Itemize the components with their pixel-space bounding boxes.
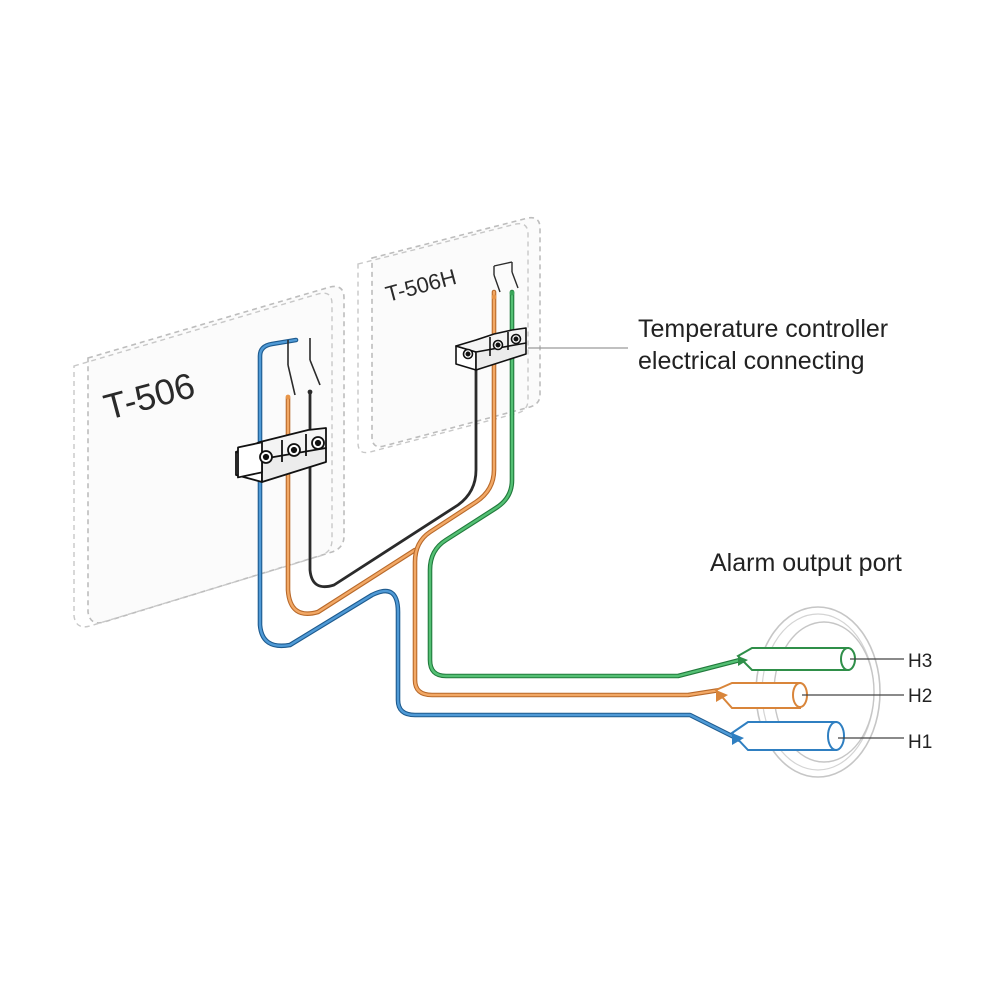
switch-contacts-right: [491, 261, 519, 300]
pin-label-h3: H3: [908, 651, 932, 672]
terminal-block-left: [235, 427, 327, 483]
pin-h3: [736, 647, 856, 671]
wire-orange-left: [286, 396, 417, 615]
wire-green: [428, 290, 742, 678]
wire-blue: [258, 338, 742, 742]
pin-label-h1: H1: [908, 732, 932, 753]
switch-contacts-left: [285, 338, 321, 400]
controller-callout-line1: Temperature controller: [638, 315, 888, 343]
pin-h2: [714, 682, 808, 709]
controller-panel-left: [73, 285, 345, 628]
controller-panel-right: [357, 216, 541, 454]
alarm-port-callout: Alarm output port: [710, 549, 902, 577]
pin-label-h2: H2: [908, 686, 932, 707]
wire-black: [308, 340, 478, 589]
pin-h1: [730, 721, 845, 751]
controller-callout-line2: electrical connecting: [638, 347, 865, 375]
wire-orange: [413, 290, 722, 697]
terminal-block-right: [455, 327, 527, 371]
wire-bundle: [257, 289, 743, 743]
leader-lines: [528, 347, 904, 739]
